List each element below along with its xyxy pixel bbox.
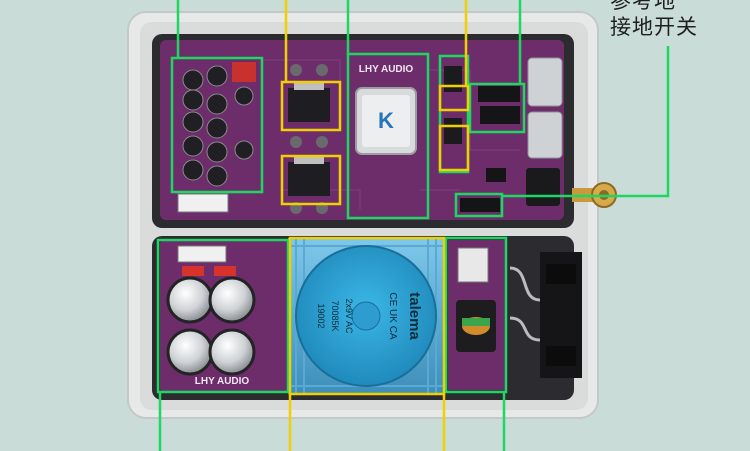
callout-transformer xyxy=(288,236,446,396)
brand-silkscreen-bottom: LHY AUDIO xyxy=(195,376,250,387)
callout-usb xyxy=(468,82,526,134)
callout-filter xyxy=(444,236,508,394)
mains-filter xyxy=(448,240,582,390)
coax-socket xyxy=(526,168,560,206)
regulators xyxy=(288,64,330,214)
transformer-model: 70085K xyxy=(330,300,340,331)
leader-lines xyxy=(158,0,670,451)
toroidal-transformer: talema CE UK CA 2x9V AC 70085K 19002 xyxy=(288,238,444,394)
callout-power-pcb xyxy=(156,238,290,394)
usb-connector xyxy=(527,57,563,107)
callout-frames-green xyxy=(156,52,526,394)
oscillator-logo: K xyxy=(378,108,394,133)
callout-oscillator xyxy=(346,52,430,220)
brand-silkscreen-top: LHY AUDIO xyxy=(359,64,414,75)
connector-header xyxy=(177,193,229,213)
oscillator-module: K xyxy=(355,87,417,155)
label-line-2: 接地开关 xyxy=(610,15,698,39)
filter-capacitors xyxy=(166,276,256,376)
callout-chip-yellow xyxy=(438,84,470,112)
callout-reg-bottom xyxy=(280,154,342,206)
transformer-marks: CE UK CA xyxy=(387,292,398,340)
callout-ground xyxy=(454,192,504,218)
transformer-rating: 2x9V AC xyxy=(344,298,354,334)
capacitor-bank-top xyxy=(177,62,256,213)
callout-chips xyxy=(438,54,470,174)
ic-chips xyxy=(444,66,520,212)
transformer-brand: talema xyxy=(406,292,423,340)
callout-cap-bank xyxy=(170,56,264,194)
transformer-year: 19002 xyxy=(316,303,326,328)
callout-reg-top xyxy=(280,80,342,132)
usb-connector-2 xyxy=(527,111,563,159)
callout-chip-yellow-2 xyxy=(438,124,470,172)
callout-frames-yellow xyxy=(280,80,470,396)
label-line-1: 参考地 xyxy=(610,0,676,13)
ground-switch-label: 参考地 接地开关 xyxy=(610,0,750,40)
